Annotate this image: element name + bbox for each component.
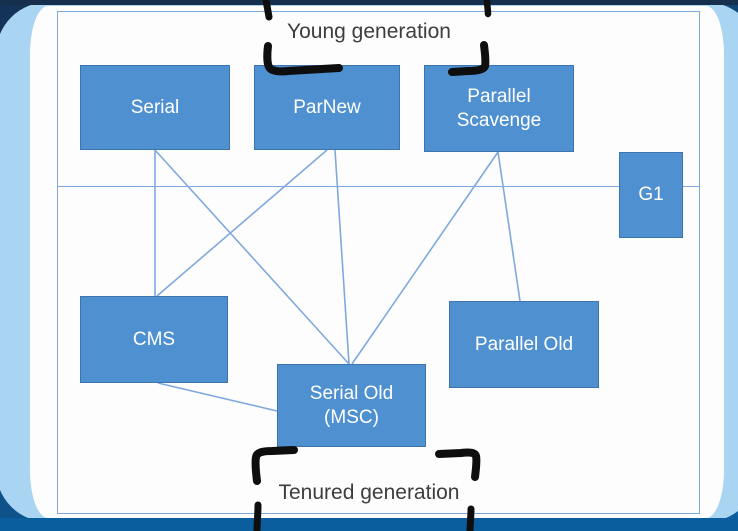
box-serial-label: Serial: [130, 96, 180, 118]
marker-tick-bottom-left: [253, 501, 262, 531]
generation-divider-line: [57, 186, 700, 187]
box-parnew-label: ParNew: [293, 96, 361, 118]
tenured-generation-label: Tenured generation: [278, 481, 460, 504]
box-parallel-old-label: Parallel Old: [474, 333, 574, 355]
marker-bracket-young-right: [448, 41, 490, 76]
box-g1: G1: [619, 152, 683, 238]
box-g1-label: G1: [638, 184, 664, 206]
box-parallel-old: Parallel Old: [449, 301, 599, 388]
box-serial-old: Serial Old (MSC): [277, 364, 426, 447]
bottom-letterbox-bar: [0, 518, 738, 531]
marker-bracket-tenured-right: [435, 448, 481, 481]
box-parallel-scavenge-label: Parallel Scavenge: [456, 86, 542, 131]
connector-parallel_scavenge-serial_old: [351, 151, 499, 365]
connector-parallel_scavenge-parallel_old: [497, 151, 521, 302]
marker-bracket-young-left: [263, 42, 343, 76]
box-serial-old-label: Serial Old (MSC): [309, 383, 394, 428]
marker-tick-bottom-right: [466, 505, 475, 531]
marker-bracket-tenured-left: [251, 446, 298, 485]
top-letterbox-bar: [0, 0, 738, 5]
connector-cms-serial_old: [157, 382, 278, 412]
connector-parnew-serial_old: [334, 149, 350, 365]
diagram-outer-frame: [57, 11, 700, 514]
box-parnew: ParNew: [254, 65, 400, 150]
marker-tick-top-left: [262, 0, 273, 21]
connector-parnew-cms: [156, 149, 328, 297]
connector-serial-serial_old: [154, 149, 350, 365]
box-parallel-scavenge: Parallel Scavenge: [424, 65, 574, 152]
box-cms: CMS: [80, 296, 228, 383]
young-generation-label: Young generation: [287, 20, 451, 43]
box-cms-label: CMS: [132, 328, 176, 350]
marker-tick-top-right: [483, 0, 492, 18]
box-serial: Serial: [80, 65, 230, 150]
